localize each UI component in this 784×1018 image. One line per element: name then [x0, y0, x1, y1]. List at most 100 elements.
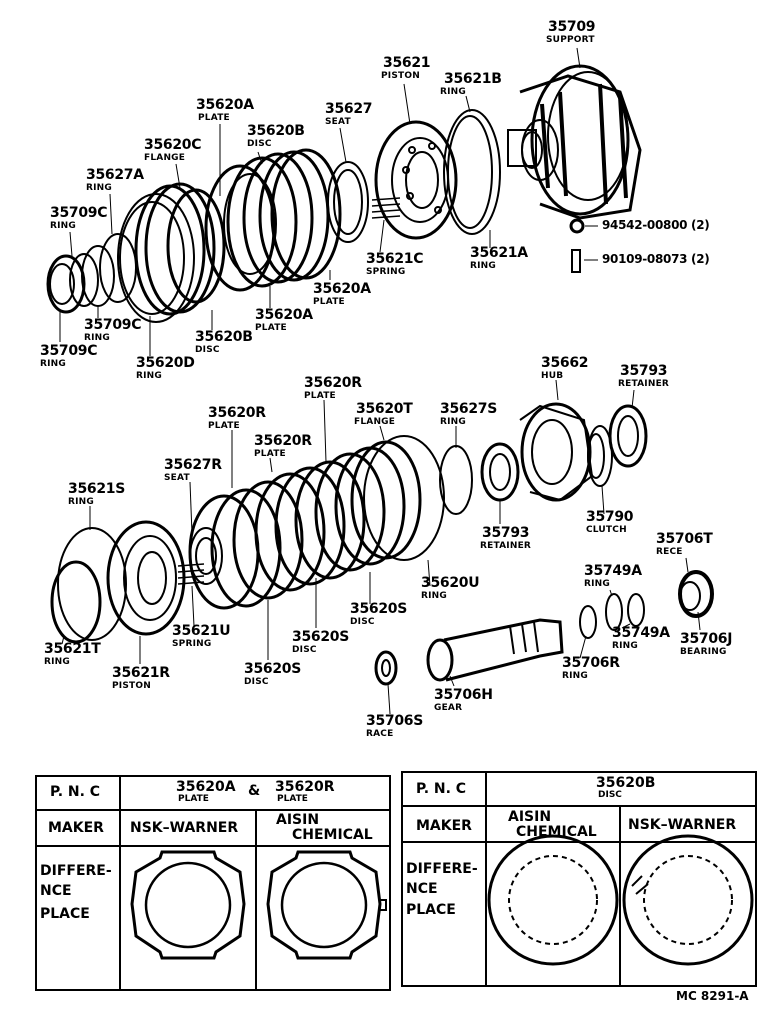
part-name-gear: GEAR [434, 703, 463, 713]
maker-label: MAKER [48, 820, 104, 836]
part-name-seat: SEAT [164, 473, 190, 483]
part-number-35706r: 35706R [562, 655, 620, 671]
part-number-35620b: 35620B [247, 123, 305, 139]
part-name-piston: PISTON [381, 71, 420, 81]
part-number-35620r: 35620R [254, 433, 312, 449]
difference-label-1: DIFFERE- [406, 861, 478, 877]
rings-35621s-35621t [50, 527, 127, 644]
part-number-35620a: 35620A [313, 281, 371, 297]
disc-nsk-warner-icon [622, 834, 754, 966]
part-name-plate: PLATE [255, 323, 287, 333]
gear-shaft-35706h [426, 618, 564, 682]
part-name-retainer: RETAINER [480, 541, 532, 551]
ring-35749a-a [605, 593, 623, 631]
table-left-frame [35, 775, 391, 991]
part-name-ring: RING [68, 497, 94, 507]
maker-nsk-warner: NSK–WARNER [130, 820, 239, 836]
part-number-35620c: 35620C [144, 137, 202, 153]
part-number-35621t: 35621T [44, 641, 101, 657]
bolt-94542 [569, 218, 598, 234]
pnc-35620b: 35620B [596, 775, 656, 791]
pnc-label: P. N. C [50, 784, 101, 800]
clutch-35790 [587, 425, 613, 487]
part-number-35620t: 35620T [356, 401, 413, 417]
maker-nsk-warner: NSK–WARNER [628, 817, 737, 833]
part-name-plate: PLATE [208, 421, 240, 431]
clutch-stack-top [204, 148, 342, 292]
part-number-35627r: 35627R [164, 457, 222, 473]
part-number-35620a: 35620A [196, 97, 254, 113]
part-number-35706t: 35706T [656, 531, 713, 547]
part-number-35709: 35709 [548, 19, 596, 35]
small-rings-35709c [46, 233, 137, 314]
pnc-35620a-name: PLATE [178, 794, 209, 804]
retainer-35793-left [480, 442, 520, 502]
part-number-35621b: 35621B [444, 71, 502, 87]
part-name-ring: RING [50, 221, 76, 231]
retainer-35793-right [608, 404, 648, 468]
difference-label-2: NCE [406, 881, 438, 897]
part-name-disc: DISC [247, 139, 272, 149]
part-number-35749a: 35749A [612, 625, 670, 641]
part-number-90109: 90109-08073 (2) [602, 252, 710, 266]
part-number-35627s: 35627S [440, 401, 497, 417]
piston-35621r [106, 520, 186, 636]
maker-aisin: AISIN [508, 809, 552, 825]
part-number-35793: 35793 [620, 363, 668, 379]
part-name-piston: PISTON [112, 681, 151, 691]
part-name-ring: RING [440, 87, 466, 97]
part-number-35621u: 35621U [172, 623, 231, 639]
part-number-35620b: 35620B [195, 329, 253, 345]
bearing-35706j [678, 570, 714, 618]
part-name-ring: RING [421, 591, 447, 601]
part-name-ring: RING [136, 371, 162, 381]
part-number-35706s: 35706S [366, 713, 423, 729]
pnc-35620b-name: DISC [598, 790, 622, 800]
part-name-ring: RING [612, 641, 638, 651]
maker-chemical: CHEMICAL [292, 827, 373, 843]
part-name-ring: RING [584, 579, 610, 589]
spring-35621u [177, 563, 205, 585]
maker-aisin: AISIN [276, 812, 320, 828]
difference-label-1: DIFFERE- [40, 863, 112, 879]
part-number-35749a: 35749A [584, 563, 642, 579]
part-name-rece: RECE [656, 547, 683, 557]
disc-aisin-chemical-icon [487, 834, 619, 966]
part-name-seat: SEAT [325, 117, 351, 127]
part-number-35706j: 35706J [680, 631, 733, 647]
pnc-35620a: 35620A [176, 779, 236, 795]
part-name-plate: PLATE [254, 449, 286, 459]
pnc-35620r: 35620R [275, 779, 335, 795]
part-number-35709c: 35709C [40, 343, 98, 359]
part-number-35621c: 35621C [366, 251, 424, 267]
part-name-plate: PLATE [304, 391, 336, 401]
part-name-disc: DISC [292, 645, 317, 655]
part-number-35793: 35793 [482, 525, 530, 541]
part-name-disc: DISC [244, 677, 269, 687]
maker-label: MAKER [416, 818, 472, 834]
part-name-ring: RING [86, 183, 112, 193]
part-name-clutch: CLUTCH [586, 525, 627, 535]
flange-35620c [117, 182, 226, 323]
part-name-disc: DISC [350, 617, 375, 627]
part-number-35621r: 35621R [112, 665, 170, 681]
part-name-retainer: RETAINER [618, 379, 670, 389]
part-name-disc: DISC [195, 345, 220, 355]
part-number-35621a: 35621A [470, 245, 528, 261]
leader-lines [59, 47, 701, 715]
part-number-35620u: 35620U [421, 575, 480, 591]
part-number-35621s: 35621S [68, 481, 125, 497]
part-name-support: SUPPORT [546, 35, 595, 45]
part-number-35620s: 35620S [292, 629, 349, 645]
ampersand: & [248, 783, 261, 799]
part-number-35620r: 35620R [208, 405, 266, 421]
part-number-35620r: 35620R [304, 375, 362, 391]
part-number-35627a: 35627A [86, 167, 144, 183]
spring-35621c [371, 197, 401, 219]
part-number-35620a: 35620A [255, 307, 313, 323]
maker-chemical: CHEMICAL [516, 824, 597, 840]
part-number-35620s: 35620S [244, 661, 301, 677]
figure-code: MC 8291-A [676, 989, 749, 1003]
part-number-94542: 94542-00800 (2) [602, 218, 710, 232]
part-number-35620d: 35620D [136, 355, 195, 371]
